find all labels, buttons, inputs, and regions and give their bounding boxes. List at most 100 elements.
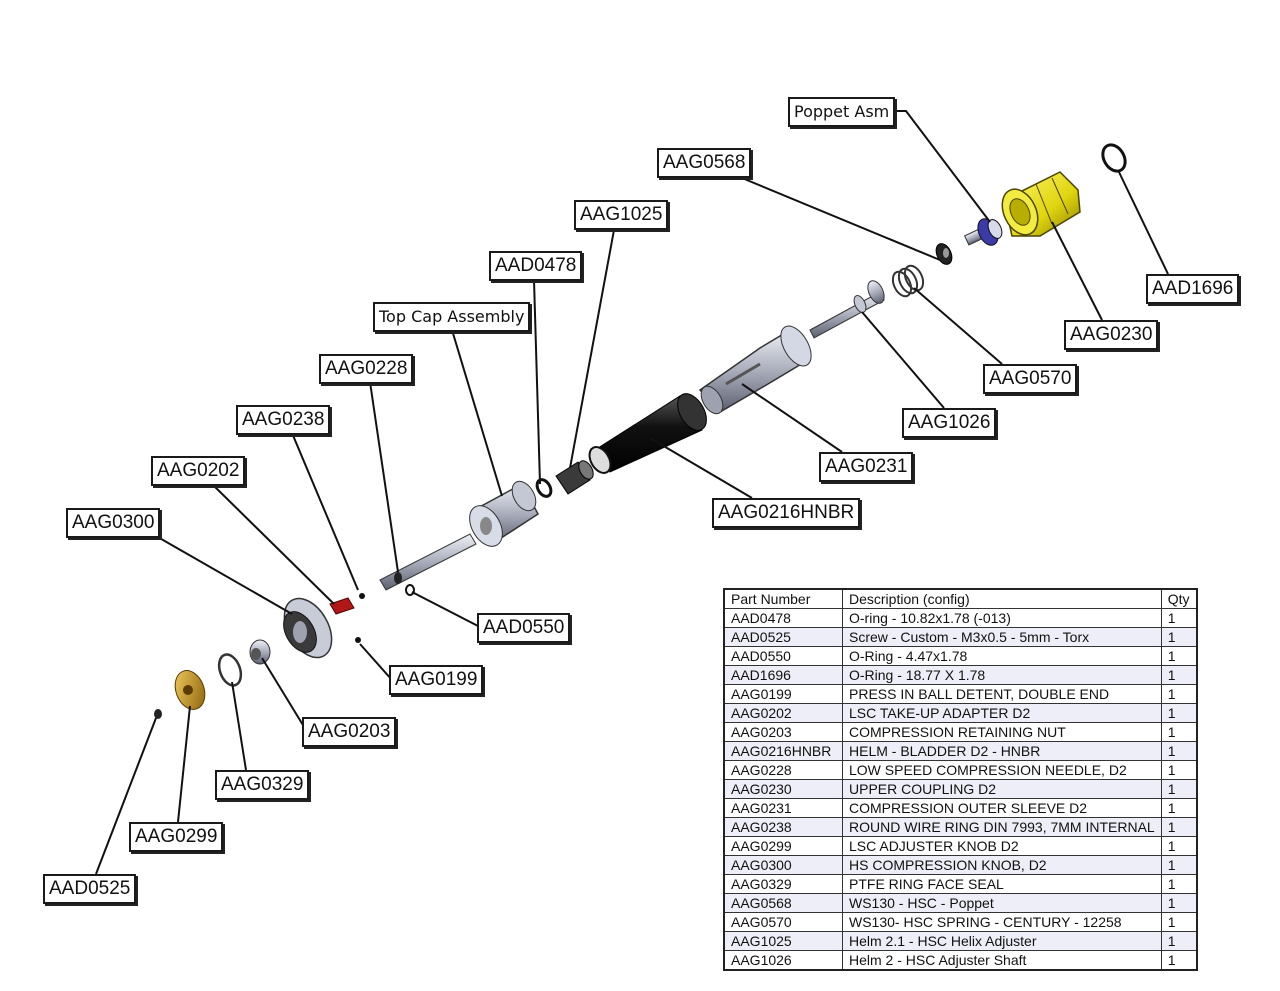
bom-qty: 1: [1160, 817, 1198, 837]
bom-description: LSC ADJUSTER KNOB D2: [842, 836, 1162, 856]
bom-table: Part Number Description (config) Qty AAD…: [723, 588, 1198, 971]
bom-description: O-Ring - 18.77 X 1.78: [842, 665, 1162, 685]
bom-part-number: AAD0525: [723, 627, 843, 647]
bom-description: Helm 2.1 - HSC Helix Adjuster: [842, 931, 1162, 951]
aad1696-oring-part: [1101, 143, 1127, 173]
bom-qty: 1: [1160, 646, 1198, 666]
bom-description: HS COMPRESSION KNOB, D2: [842, 855, 1162, 875]
bom-qty: 1: [1160, 684, 1198, 704]
bom-description: WS130 - HSC - Poppet: [842, 893, 1162, 913]
bom-description: COMPRESSION OUTER SLEEVE D2: [842, 798, 1162, 818]
bom-description: O-ring - 10.82x1.78 (-013): [842, 608, 1162, 628]
aag0299-lsc-knob-part: [174, 670, 206, 710]
bom-description: Helm 2 - HSC Adjuster Shaft: [842, 950, 1162, 971]
bom-part-number: AAD1696: [723, 665, 843, 685]
callout-aag0216hnbr: AAG0216HNBR: [712, 498, 861, 528]
callout-poppet-asm: Poppet Asm: [788, 97, 896, 127]
small-parts-cluster: [355, 572, 415, 643]
callout-aag0329: AAG0329: [215, 770, 310, 800]
aag0230-upper-coupling-part: [1001, 171, 1081, 237]
bom-part-number: AAD0550: [723, 646, 843, 666]
bom-part-number: AAG0299: [723, 836, 843, 856]
bom-description: COMPRESSION RETAINING NUT: [842, 722, 1162, 742]
callout-aag0203: AAG0203: [302, 717, 397, 747]
bom-qty: 1: [1160, 703, 1198, 723]
callout-aag1025: AAG1025: [574, 200, 669, 230]
bom-description: PRESS IN BALL DETENT, DOUBLE END: [842, 684, 1162, 704]
top-cap-assembly-part: [379, 480, 539, 591]
bom-qty: 1: [1160, 779, 1198, 799]
callout-aag0570: AAG0570: [983, 364, 1078, 394]
bom-qty: 1: [1160, 741, 1198, 761]
bom-qty: 1: [1160, 931, 1198, 951]
poppet-asm-part: [963, 218, 1003, 246]
bom-header-row: Part Number Description (config) Qty: [723, 588, 1198, 609]
aag0300-hs-knob-part: [283, 597, 333, 659]
aad0478-oring-part: [535, 478, 553, 498]
bom-qty: 1: [1160, 665, 1198, 685]
callout-aad1696: AAD1696: [1146, 274, 1240, 304]
bom-qty: 1: [1160, 760, 1198, 780]
callout-aad0550: AAD0550: [477, 613, 571, 643]
callout-aag0228: AAG0228: [319, 354, 414, 384]
bom-qty: 1: [1160, 722, 1198, 742]
bom-part-number: AAG0228: [723, 760, 843, 780]
bom-qty: 1: [1160, 798, 1198, 818]
bom-description: HELM - BLADDER D2 - HNBR: [842, 741, 1162, 761]
bom-description: O-Ring - 4.47x1.78: [842, 646, 1162, 666]
bom-part-number: AAG0202: [723, 703, 843, 723]
bom-description: LOW SPEED COMPRESSION NEEDLE, D2: [842, 760, 1162, 780]
aad0525-screw-part: [154, 709, 162, 719]
bom-header-description: Description (config): [842, 588, 1162, 609]
callout-aag0230: AAG0230: [1064, 320, 1159, 350]
callout-aag0202: AAG0202: [151, 456, 246, 486]
bom-qty: 1: [1160, 912, 1198, 932]
aag1026-adjuster-shaft-part: [809, 280, 885, 339]
bom-qty: 1: [1160, 874, 1198, 894]
callout-aag0231: AAG0231: [819, 452, 914, 482]
bom-part-number: AAG0300: [723, 855, 843, 875]
callout-aad0478: AAD0478: [489, 251, 583, 281]
callout-aad0525: AAD0525: [43, 874, 137, 904]
bom-description: PTFE RING FACE SEAL: [842, 874, 1162, 894]
bom-part-number: AAG0216HNBR: [723, 741, 843, 761]
bom-part-number: AAG0238: [723, 817, 843, 837]
bom-part-number: AAG0203: [723, 722, 843, 742]
bom-description: UPPER COUPLING D2: [842, 779, 1162, 799]
aag0216hnbr-bladder-part: [588, 393, 707, 474]
aag0570-spring-part: [891, 264, 925, 298]
aag0231-outer-sleeve-part: [698, 325, 812, 415]
bom-part-number: AAG0570: [723, 912, 843, 932]
bom-description: ROUND WIRE RING DIN 7993, 7MM INTERNAL: [842, 817, 1162, 837]
bom-part-number: AAG0231: [723, 798, 843, 818]
bom-qty: 1: [1160, 855, 1198, 875]
bom-description: WS130- HSC SPRING - CENTURY - 12258: [842, 912, 1162, 932]
bom-part-number: AAG0329: [723, 874, 843, 894]
bom-part-number: AAG0230: [723, 779, 843, 799]
aag1025-helix-adjuster-part: [555, 460, 594, 495]
bom-part-number: AAG1026: [723, 950, 843, 971]
bom-header-qty: Qty: [1160, 588, 1198, 609]
leader-lines: [95, 110, 1169, 875]
bom-header-part-number: Part Number: [723, 588, 843, 609]
bom-qty: 1: [1160, 950, 1198, 971]
bom-qty: 1: [1160, 627, 1198, 647]
bom-qty: 1: [1160, 608, 1198, 628]
bom-part-number: AAG1025: [723, 931, 843, 951]
callout-top-cap-assembly: Top Cap Assembly: [373, 302, 531, 332]
aag0329-ptfe-ring-part: [217, 653, 243, 687]
callout-aag0238: AAG0238: [236, 405, 331, 435]
callout-aag0568: AAG0568: [657, 148, 752, 178]
